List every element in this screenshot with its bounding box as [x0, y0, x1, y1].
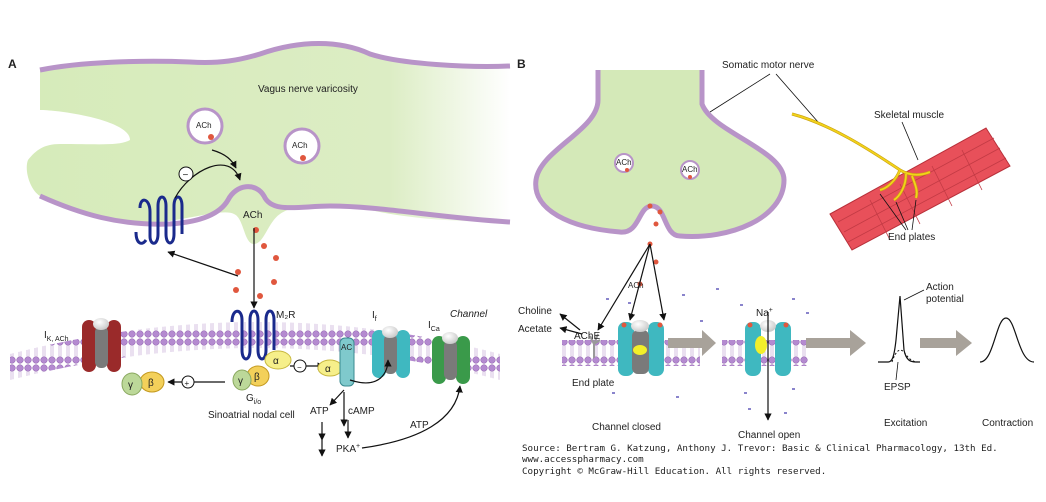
- excitation-label: Excitation: [884, 418, 927, 429]
- ik-ach-label: IK, ACh: [44, 330, 69, 343]
- ach-molecules: [233, 227, 279, 299]
- na-label: Na+: [756, 307, 773, 319]
- cell-label: Sinoatrial nodal cell: [208, 410, 295, 421]
- inhibit-sign: [178, 166, 194, 182]
- varicosity-label: Vagus nerve varicosity: [258, 84, 358, 95]
- nerve-label: Somatic motor nerve: [722, 60, 815, 71]
- ach-to-ache-arrow: [597, 243, 651, 331]
- released-ach-label: ACh: [243, 210, 262, 221]
- ac-label: AC: [341, 343, 352, 352]
- ica-label: ICa: [428, 320, 440, 333]
- plus-sign-label: +: [185, 379, 190, 388]
- end-plate-leader: [895, 201, 909, 231]
- muscle-leader-line: [901, 121, 919, 161]
- vesicle-label: ACh: [196, 121, 212, 130]
- contraction-trace: [979, 317, 1035, 363]
- ach-arrow: [649, 243, 667, 321]
- plus-sign: [181, 375, 195, 389]
- ach-vesicle: [680, 160, 700, 180]
- vesicle-label: ACh: [682, 165, 698, 174]
- alpha-subunit: [264, 350, 292, 370]
- ach-vesicle: [186, 107, 224, 145]
- ach-to-autoreceptor-arrow: [167, 250, 239, 277]
- end-plate-leader: [879, 193, 907, 231]
- progression-arrow: [920, 330, 972, 356]
- beta-label: β: [254, 372, 260, 383]
- nerve-leader-line: [709, 73, 771, 113]
- adenylyl-cyclase: [339, 337, 355, 387]
- ac-to-atp-arrow: [329, 389, 345, 406]
- panel-b-letter: B: [517, 57, 526, 71]
- pka-label: PKA+: [336, 443, 360, 455]
- g-io-label: Gi/o: [246, 393, 261, 406]
- panel-a-letter: A: [8, 57, 17, 71]
- if-label: If: [372, 310, 377, 323]
- m2r-label: M₂R: [276, 310, 295, 321]
- action-leader: [903, 289, 925, 301]
- end-plates-label: End plates: [888, 232, 935, 243]
- choline-label: Choline: [518, 306, 552, 317]
- atp-label: ATP: [310, 406, 329, 417]
- ach-arrow: [628, 243, 651, 321]
- channel-open-label: Channel open: [738, 430, 800, 441]
- presynaptic-m2-autoreceptor: [134, 195, 184, 245]
- feedback-arrow: [174, 164, 242, 199]
- action-label-2: potential: [926, 294, 964, 305]
- pka-to-ica-arrow: [361, 385, 463, 449]
- ache-enzyme: [589, 333, 601, 358]
- contraction-label: Contraction: [982, 418, 1033, 429]
- alpha-label: α: [273, 356, 279, 367]
- open-channel: [745, 320, 791, 376]
- vagus-nerve-varicosity: [26, 41, 511, 244]
- alpha-label: α: [325, 364, 331, 375]
- camp-label: cAMP: [348, 406, 375, 417]
- nerve-leader-line: [775, 73, 819, 123]
- vesicle-label: ACh: [292, 141, 308, 150]
- sodium-ions: [606, 288, 809, 414]
- gamma-label: γ: [128, 380, 133, 391]
- source-line-3: Copyright © McGraw-Hill Education. All r…: [522, 466, 826, 477]
- source-line-2: www.accesspharmacy.com: [522, 454, 644, 465]
- m2-receptor: [230, 309, 276, 361]
- gamma-subunit: [232, 369, 252, 391]
- exocytosis-arrow: [211, 149, 237, 169]
- ach-vesicle: [614, 153, 634, 173]
- beta-label: β: [148, 378, 154, 389]
- action-potential-trace: [878, 295, 920, 363]
- ica-channel: [432, 332, 470, 384]
- minus-sign: [293, 359, 307, 373]
- closed-channel: [618, 320, 664, 376]
- end-plate-leader: [911, 199, 917, 231]
- acetate-arrow: [559, 326, 583, 335]
- inhibit-sign-label: −: [183, 170, 189, 181]
- muscle-label: Skeletal muscle: [874, 110, 944, 121]
- action-label-1: Action: [926, 282, 954, 293]
- channel-closed-label: Channel closed: [592, 422, 661, 433]
- source-line-1: Source: Bertram G. Katzung, Anthony J. T…: [522, 443, 998, 454]
- skeletal-muscle: [829, 127, 1011, 251]
- epsp-leader: [895, 361, 899, 381]
- motor-nerve-fiber: [791, 113, 931, 201]
- ik-ach-channel: [82, 318, 121, 372]
- epsp-trace: [891, 349, 919, 363]
- gamma-label: γ: [238, 376, 243, 387]
- progression-arrow: [668, 330, 716, 356]
- ach-label: ACh: [628, 281, 644, 290]
- ach-vesicle: [283, 127, 321, 165]
- choline-arrow: [559, 313, 581, 331]
- vesicle-label: ACh: [616, 158, 632, 167]
- ache-label: AChE: [574, 331, 600, 342]
- atp2-label: ATP: [410, 420, 429, 431]
- epsp-label: EPSP: [884, 382, 911, 393]
- progression-arrow: [806, 330, 866, 356]
- channel-label: Channel: [450, 309, 488, 320]
- if-channel: [372, 326, 410, 378]
- acetate-label: Acetate: [518, 324, 552, 335]
- camp-to-if-arrow: [349, 359, 392, 384]
- minus-sign-label: −: [297, 363, 302, 372]
- gamma-subunit: [121, 372, 143, 396]
- end-plate-label: End plate: [572, 378, 615, 389]
- ach-molecules: [637, 203, 663, 287]
